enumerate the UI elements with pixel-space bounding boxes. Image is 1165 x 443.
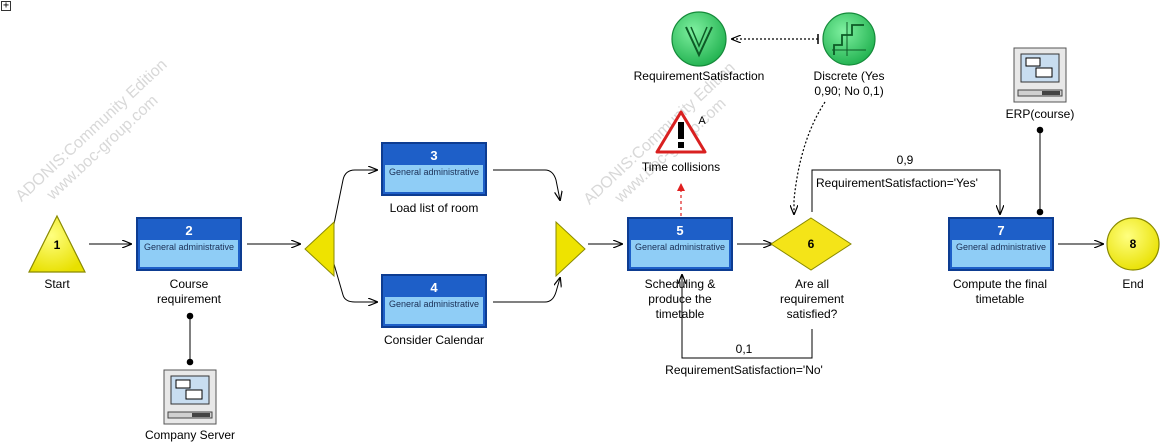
end-label: End <box>1122 277 1144 291</box>
no-condition: RequirementSatisfaction='No' <box>665 363 823 377</box>
activity-5[interactable]: 5 General administrative <box>627 217 733 271</box>
decision-6[interactable] <box>770 217 852 271</box>
parallel-split[interactable] <box>304 220 335 278</box>
decision-number: 6 <box>807 237 815 251</box>
activity-type: General administrative <box>952 240 1050 267</box>
discrete-distribution[interactable] <box>822 12 876 66</box>
company-server-label: Company Server <box>144 428 236 442</box>
discrete-label: Discrete (Yes 0,90; No 0,1) <box>813 69 885 98</box>
flow-split-to-4 <box>333 263 377 302</box>
computer-icon-erp[interactable] <box>1013 47 1067 103</box>
resource-associations <box>186 126 1044 366</box>
requirement-satisfaction-label: RequirementSatisfaction <box>633 69 765 83</box>
activity-number: 7 <box>997 223 1005 238</box>
activity-number: 2 <box>185 223 193 238</box>
activity-2[interactable]: 2 General administrative <box>136 217 242 271</box>
yes-condition: RequirementSatisfaction='Yes' <box>816 176 978 190</box>
activity-type: General administrative <box>140 240 238 267</box>
activity-7-label: Compute the final timetable <box>952 277 1048 306</box>
activity-4[interactable]: 4 General administrative <box>381 274 487 328</box>
yes-probability: 0,9 <box>896 153 914 167</box>
activity-3[interactable]: 3 General administrative <box>381 142 487 196</box>
erp-label: ERP(course) <box>1005 107 1075 121</box>
activity-2-label: Course requirement <box>156 277 222 306</box>
no-probability: 0,1 <box>735 342 753 356</box>
end-number: 8 <box>1129 237 1137 251</box>
expand-toggle[interactable]: + <box>1 0 11 11</box>
flow-4-to-join <box>493 278 560 303</box>
time-collisions-label: Time collisions <box>641 160 721 174</box>
activity-4-label: Consider Calendar <box>383 333 485 347</box>
activity-3-label: Load list of room <box>389 201 479 215</box>
flow-6-to-5-no <box>682 275 813 359</box>
flow-6-to-7-yes <box>811 169 1000 214</box>
risk-marker: A <box>698 115 706 127</box>
decision-6-label: Are all requirement satisfied? <box>779 277 845 321</box>
start-number: 1 <box>53 238 61 252</box>
parallel-join[interactable] <box>555 220 586 278</box>
activity-number: 5 <box>676 223 684 238</box>
activity-number: 4 <box>430 280 438 295</box>
flow-split-to-3 <box>333 170 377 225</box>
activity-type: General administrative <box>385 165 483 192</box>
warning-icon[interactable] <box>655 110 707 154</box>
sequence-flows <box>89 169 1103 359</box>
requirement-satisfaction-variable[interactable] <box>671 11 727 67</box>
activity-number: 3 <box>430 148 438 163</box>
start-label: Start <box>44 277 70 291</box>
end-event[interactable] <box>1106 217 1160 271</box>
flow-3-to-join <box>493 169 560 200</box>
start-event[interactable] <box>28 214 86 273</box>
computer-icon-company-server[interactable] <box>163 369 217 425</box>
activity-7[interactable]: 7 General administrative <box>948 217 1054 271</box>
activity-5-label: Scheduling & produce the timetable <box>644 277 716 321</box>
activity-type: General administrative <box>631 240 729 267</box>
variable-links <box>677 39 826 216</box>
activity-type: General administrative <box>385 297 483 324</box>
